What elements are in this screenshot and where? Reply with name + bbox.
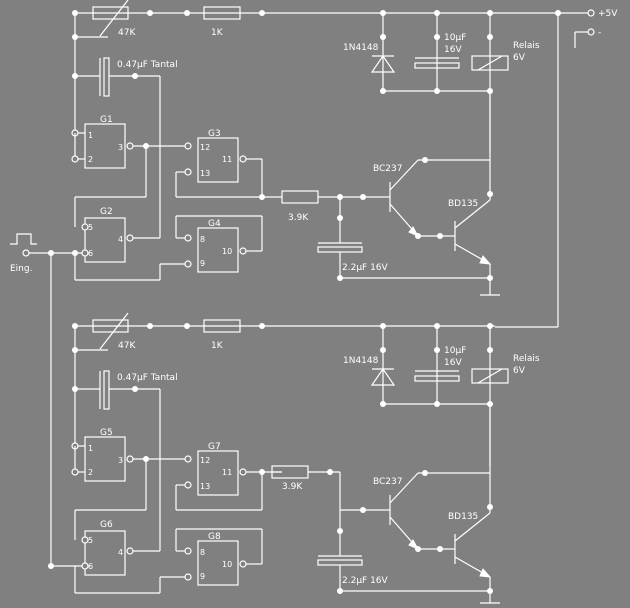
filter-cap-label: 2.2µF 16V xyxy=(342,576,389,586)
svg-text:6: 6 xyxy=(88,562,93,571)
gate-g4-name: G4 xyxy=(208,219,221,229)
gate-g7 xyxy=(197,450,239,496)
stage-1: 47K 1K 1N4148 10µF 16V Relais 6V xyxy=(71,0,540,296)
relay-name: Relais xyxy=(513,354,540,364)
diode-label: 1N4148 xyxy=(343,356,379,366)
svg-text:10: 10 xyxy=(222,560,232,569)
svg-text:11: 11 xyxy=(222,155,232,164)
svg-text:3: 3 xyxy=(118,143,123,152)
svg-text:11: 11 xyxy=(222,468,232,477)
svg-text:12: 12 xyxy=(200,143,210,152)
gate-g5 xyxy=(84,436,126,482)
pot-label: 47K xyxy=(118,341,136,351)
gate-g5-name: G5 xyxy=(100,428,113,438)
resistor-1k-label: 1K xyxy=(211,341,224,351)
svg-text:9: 9 xyxy=(200,259,205,268)
svg-text:3: 3 xyxy=(118,456,123,465)
svg-text:8: 8 xyxy=(200,548,205,557)
timing-cap-label: 0.47µF Tantal xyxy=(117,373,178,383)
gate-g8-name: G8 xyxy=(208,532,221,542)
minus-label: - xyxy=(598,28,601,38)
elko-value: 10µF xyxy=(444,346,466,356)
svg-text:13: 13 xyxy=(200,482,210,491)
input-label: Eing. xyxy=(10,264,32,274)
svg-text:10: 10 xyxy=(222,247,232,256)
pot-label: 47K xyxy=(118,28,136,38)
svg-text:9: 9 xyxy=(200,572,205,581)
svg-text:5: 5 xyxy=(88,536,93,545)
diode-label: 1N4148 xyxy=(343,43,379,53)
svg-text:13: 13 xyxy=(200,169,210,178)
gate-g8 xyxy=(197,540,239,586)
svg-text:5: 5 xyxy=(88,223,93,232)
gate-g2-name: G2 xyxy=(100,207,113,217)
pulse-icon xyxy=(10,233,37,245)
svg-text:2: 2 xyxy=(88,155,93,164)
elko-value: 10µF xyxy=(444,33,466,43)
plus-5v-label: +5V xyxy=(598,9,618,19)
bc237-label: BC237 xyxy=(373,477,402,487)
svg-text:6: 6 xyxy=(88,249,93,258)
gate-g6 xyxy=(84,530,126,576)
svg-text:1: 1 xyxy=(88,444,93,453)
gate-g1 xyxy=(84,123,126,169)
gate-g6-name: G6 xyxy=(100,520,113,530)
base-resistor-label: 3.9K xyxy=(282,482,303,492)
svg-text:8: 8 xyxy=(200,235,205,244)
bd135-label: BD135 xyxy=(448,512,478,522)
svg-text:2: 2 xyxy=(88,468,93,477)
svg-text:4: 4 xyxy=(118,548,123,557)
gate-g4 xyxy=(197,227,239,273)
stage-2: 47K 1K 1N4148 10µF 16V Relais 6V 0.47µF … xyxy=(71,312,540,604)
gate-g3 xyxy=(197,137,239,183)
gate-g1-name: G1 xyxy=(100,115,113,125)
elko-voltage: 16V xyxy=(444,358,462,368)
relay-name: Relais xyxy=(513,41,540,51)
elko-voltage: 16V xyxy=(444,45,462,55)
filter-cap-label: 2.2µF 16V xyxy=(342,263,389,273)
base-resistor-label: 3.9K xyxy=(288,213,309,223)
svg-text:4: 4 xyxy=(118,235,123,244)
svg-text:1: 1 xyxy=(88,131,93,140)
timing-cap-label: 0.47µF Tantal xyxy=(117,60,178,70)
svg-text:12: 12 xyxy=(200,456,210,465)
supply-and-input: +5V - Eing. xyxy=(10,9,618,569)
relay-voltage: 6V xyxy=(513,366,526,376)
gate-g7-name: G7 xyxy=(208,442,221,452)
resistor-1k-label: 1K xyxy=(211,28,224,38)
bd135-label: BD135 xyxy=(448,199,478,209)
gate-g3-name: G3 xyxy=(208,129,221,139)
relay-voltage: 6V xyxy=(513,53,526,63)
bc237-label: BC237 xyxy=(373,164,402,174)
gate-g2 xyxy=(84,217,126,263)
